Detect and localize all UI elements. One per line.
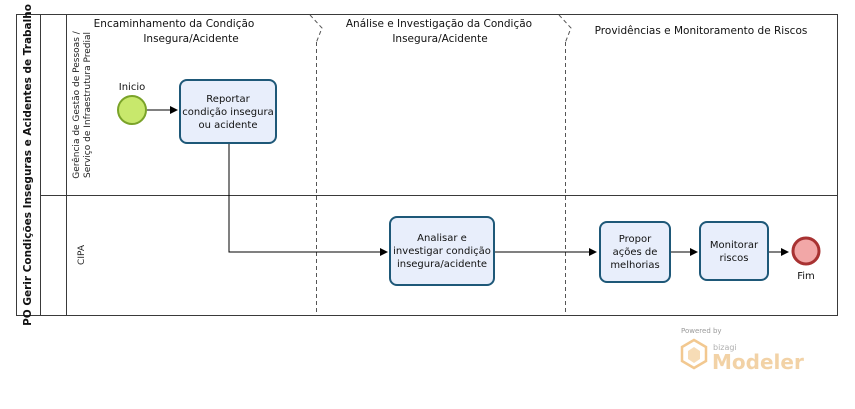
phase-title-2-line2: Insegura/Acidente <box>392 33 487 45</box>
phase-title-2-line1: Análise e Investigação da Condição <box>346 18 532 30</box>
watermark-product: Modeler <box>712 350 804 374</box>
task-analisar-line2: investigar condição <box>393 246 491 257</box>
flow-reportar-to-analisar[interactable] <box>228 142 388 256</box>
task-analisar-line1: Analisar e <box>417 233 467 244</box>
task-propor[interactable]: Propor ações de melhorias <box>599 221 671 283</box>
task-reportar[interactable]: Reportar condição insegura ou acidente <box>179 79 277 144</box>
pool-title: PO Gerir Condições Inseguras e Acidentes… <box>22 4 34 326</box>
task-propor-line2: ações de <box>613 247 658 258</box>
watermark-powered-by: Powered by <box>681 327 722 335</box>
task-reportar-line2: condição insegura <box>182 107 273 118</box>
task-propor-line1: Propor <box>619 234 652 245</box>
task-monitorar-line2: riscos <box>720 253 749 264</box>
start-event-label: Inicio <box>119 82 145 93</box>
phase-title-3: Providências e Monitoramento de Riscos <box>595 25 808 37</box>
lane-label-gestao-line2: Serviço de Infraestrutura Predial <box>83 32 93 178</box>
task-monitorar[interactable]: Monitorar riscos <box>699 221 769 281</box>
start-event[interactable] <box>117 95 147 125</box>
lane-label-gestao-line1: Gerência de Gestão de Pessoas / <box>71 30 82 179</box>
watermark-brand: bizagi <box>713 343 737 352</box>
end-event-label: Fim <box>797 271 815 282</box>
task-reportar-line1: Reportar <box>206 94 250 105</box>
phase-chevron-2 <box>558 14 572 43</box>
phase-title-1-line2: Insegura/Acidente <box>143 33 238 45</box>
bizagi-watermark: Powered by bizagi Modeler <box>680 327 804 374</box>
task-analisar-line3: insegura/acidente <box>397 259 487 270</box>
task-propor-line3: melhorias <box>610 260 659 271</box>
lane-label-cipa: CIPA <box>77 244 87 265</box>
phase-title-1-line1: Encaminhamento da Condição <box>94 18 255 30</box>
end-event[interactable] <box>791 236 821 266</box>
phase-chevron-1 <box>309 14 323 43</box>
task-analisar[interactable]: Analisar e investigar condição insegura/… <box>389 216 495 286</box>
task-reportar-line3: ou acidente <box>199 120 258 131</box>
bizagi-logo-icon <box>680 338 708 370</box>
task-monitorar-line1: Monitorar <box>710 240 759 251</box>
